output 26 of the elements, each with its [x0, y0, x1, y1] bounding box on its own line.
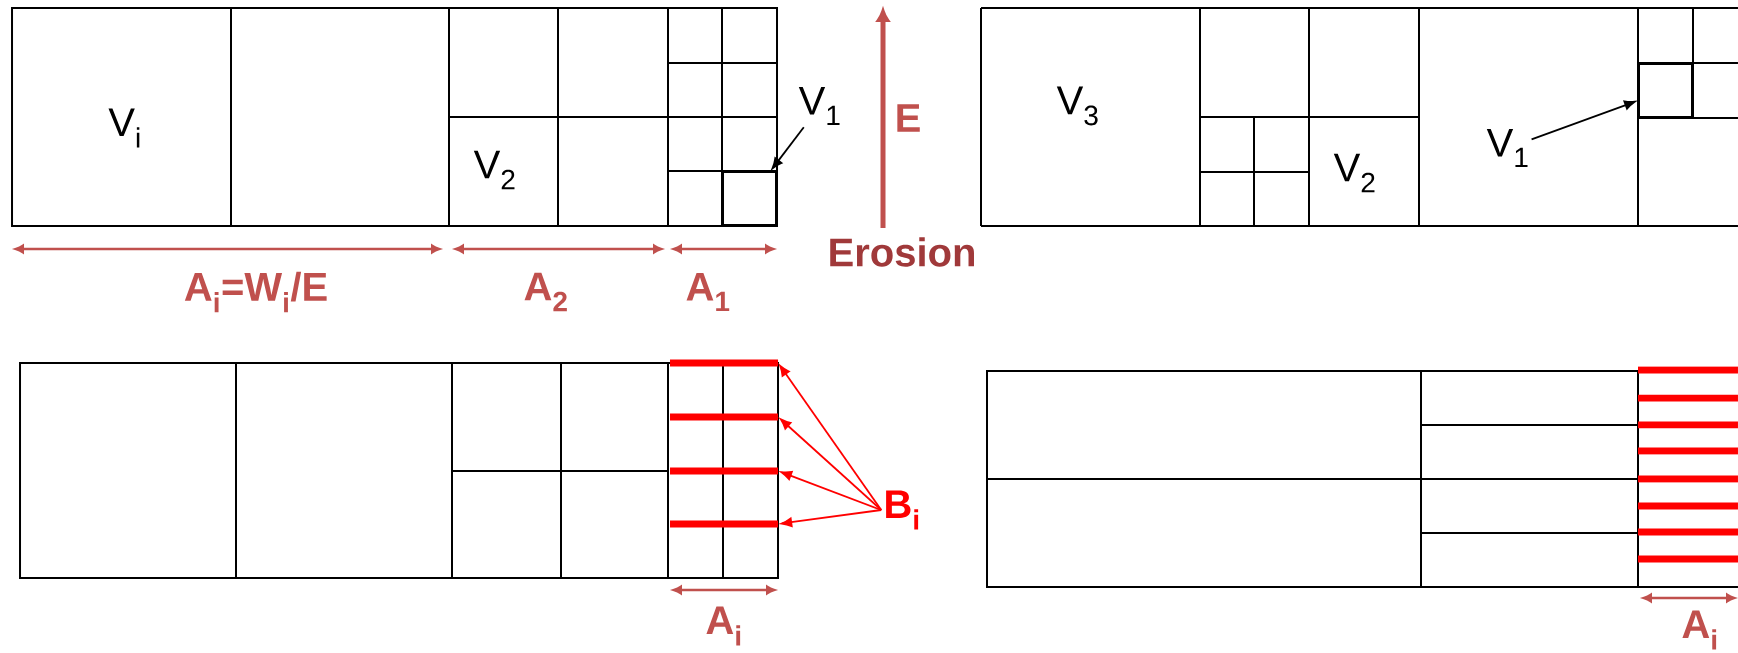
dimension-label: A$_{i}$	[706, 606, 741, 646]
grid-cell	[722, 171, 777, 226]
grid-cell	[1638, 63, 1693, 118]
leader-line	[779, 418, 883, 511]
variable-label: V$_{1}$	[1486, 128, 1528, 168]
dimension-label: E	[897, 104, 920, 132]
boundary-bar	[670, 467, 778, 475]
variable-label: V$_{3}$	[1056, 86, 1098, 126]
leader-line	[1530, 100, 1636, 141]
dimension-label: A$_{2}$	[524, 272, 567, 312]
leader-line	[779, 365, 883, 511]
leader-line	[780, 509, 883, 527]
dimension-label: A$_{1}$	[686, 272, 730, 312]
variable-label: V$_{i}$	[108, 108, 140, 148]
variable-label: B$_{i}$	[886, 490, 919, 530]
variable-label: V$_{1}$	[798, 86, 840, 126]
dimension-label: Erosion	[830, 237, 974, 267]
dimension-label: A$_{i}$=W$_{i}$/E	[184, 271, 327, 313]
boundary-bar	[670, 413, 778, 421]
boundary-bar	[670, 520, 778, 528]
boundary-bar	[670, 359, 778, 367]
variable-label: V$_{2}$	[473, 150, 515, 190]
variable-label: V$_{2}$	[1333, 153, 1375, 193]
leader-line	[780, 471, 883, 511]
leader-line	[771, 126, 805, 170]
dimension-label: A$_{i}$	[1682, 610, 1717, 650]
